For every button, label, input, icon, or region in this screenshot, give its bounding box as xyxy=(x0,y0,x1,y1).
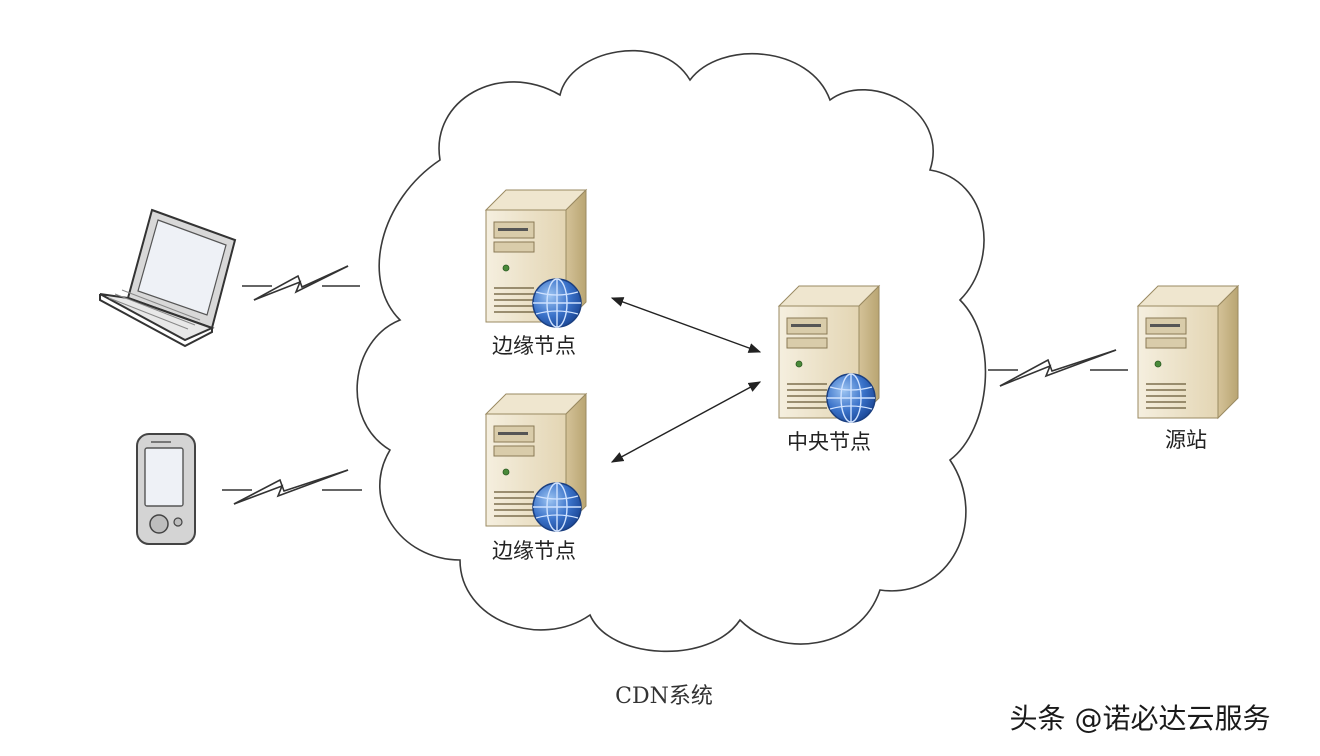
central-node-label: 中央节点 xyxy=(787,430,871,454)
wireless-link-phone xyxy=(222,469,362,505)
arrow-edge-bottom-central xyxy=(610,381,762,463)
edge-node-top-label: 边缘节点 xyxy=(492,334,576,358)
origin-node-label: 源站 xyxy=(1165,428,1207,452)
arrow-edge-top-central xyxy=(610,297,762,353)
globe-icon xyxy=(532,278,582,328)
edge-node-bottom-label: 边缘节点 xyxy=(492,539,576,563)
cdn-cloud-boundary xyxy=(356,49,987,653)
cdn-system-label: CDN系统 xyxy=(615,684,713,709)
globe-icon xyxy=(826,373,876,423)
origin-node: 源站 xyxy=(1137,285,1239,452)
laptop-icon xyxy=(99,208,237,348)
wireless-link-origin xyxy=(988,349,1128,387)
globe-icon xyxy=(532,482,582,532)
edge-node-top: 边缘节点 xyxy=(485,189,587,358)
edge-node-bottom: 边缘节点 xyxy=(485,393,587,563)
mobile-phone-icon xyxy=(136,433,196,545)
central-node: 中央节点 xyxy=(778,285,880,454)
watermark: 头条 @诺必达云服务 xyxy=(1010,702,1271,735)
server-icon xyxy=(1137,285,1239,419)
wireless-link-laptop xyxy=(242,265,360,301)
